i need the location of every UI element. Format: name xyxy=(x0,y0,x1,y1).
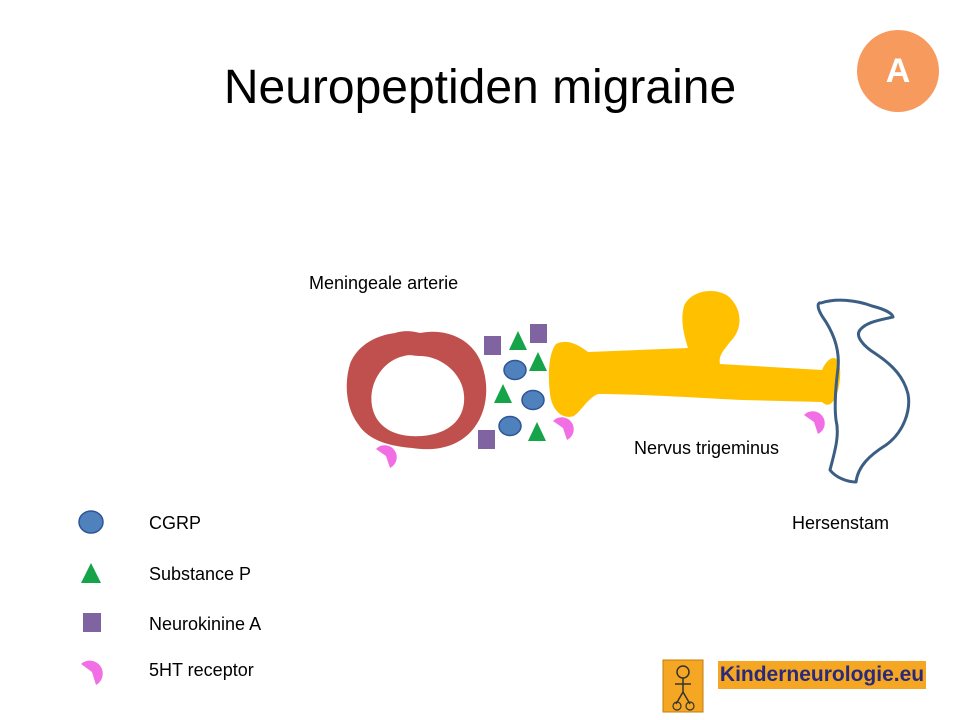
brainstem-label: Hersenstam xyxy=(792,513,890,533)
nerve-label: Nervus trigeminus xyxy=(634,438,780,458)
substance-p-molecule xyxy=(529,352,547,371)
triangle-icon xyxy=(81,563,101,583)
square-icon xyxy=(83,613,101,632)
brainstem-outline xyxy=(816,298,911,484)
receptor-icon xyxy=(81,660,103,685)
legend-5ht-receptor-label: 5HT receptor xyxy=(149,660,254,680)
cgrp-molecule xyxy=(503,359,527,381)
neurokinine-a-molecule xyxy=(530,324,547,343)
substance-p-molecule xyxy=(509,331,527,350)
5ht-receptor xyxy=(376,445,397,468)
legend-neurokinine-a-label: Neurokinine A xyxy=(149,614,262,634)
neurokinine-a-molecule xyxy=(478,430,495,449)
substance-p-molecule xyxy=(528,422,546,441)
legend-cgrp-label: CGRP xyxy=(149,513,202,533)
circle-icon xyxy=(78,510,104,534)
artery-ring xyxy=(346,331,487,450)
legend-substance-p-label: Substance P xyxy=(149,564,252,584)
5ht-receptor xyxy=(804,411,825,434)
logo-figure-icon xyxy=(662,659,704,713)
cgrp-molecule xyxy=(498,415,522,437)
slide-title: Neuropeptiden migraine xyxy=(223,61,737,114)
slide-badge: A xyxy=(857,30,939,112)
cgrp-molecule xyxy=(521,389,545,411)
artery-label: Meningeale arterie xyxy=(309,273,459,293)
trigeminal-nerve xyxy=(548,291,841,417)
logo-text[interactable]: Kinderneurologie.eu xyxy=(718,661,926,689)
neurokinine-a-molecule xyxy=(484,336,501,355)
substance-p-molecule xyxy=(494,384,512,403)
5ht-receptor xyxy=(553,417,574,440)
